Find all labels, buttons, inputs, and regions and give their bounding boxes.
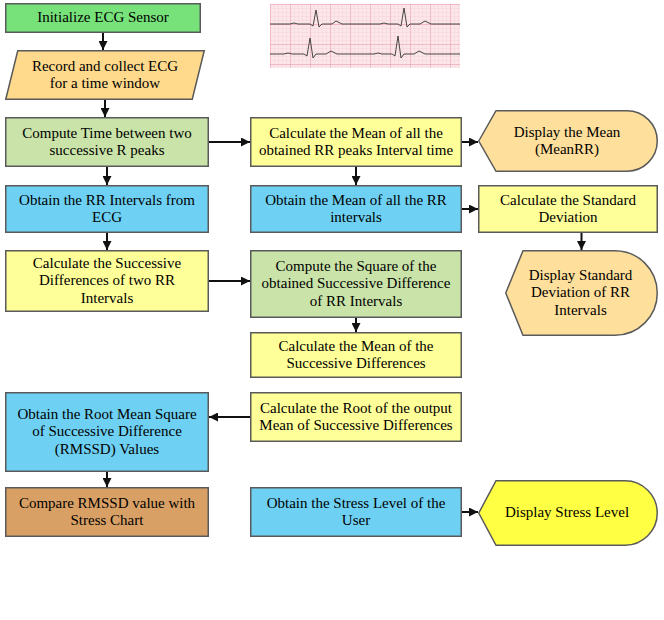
process-box: Obtain the Root Mean Square of Successiv…: [5, 392, 209, 472]
process-box: Obtain the Stress Level of the User: [250, 487, 462, 537]
node-shape: [6, 118, 209, 167]
flow-arrow: [209, 416, 250, 418]
node-label: Obtain the Root Mean Square of Successiv…: [11, 406, 203, 458]
node-shape: [506, 251, 658, 336]
node-shape: [479, 111, 658, 172]
node-label: Obtain the Mean of all the RR intervals: [256, 192, 456, 227]
node-shape: [6, 51, 205, 100]
node-label: Compute Time between two successive R pe…: [11, 125, 203, 160]
node-shape: [479, 186, 658, 233]
node-label: Calculate the Successive Differences of …: [11, 255, 203, 307]
ecg-grid: [270, 4, 460, 68]
process-box: Obtain the Mean of all the RR intervals: [250, 185, 462, 233]
flow-arrow: [462, 141, 478, 143]
node-shape: [251, 488, 462, 537]
node-label: Display the Mean (MeanRR): [500, 124, 634, 159]
display-shape: Display Standard Deviation of RR Interva…: [505, 250, 658, 336]
flow-arrow: [462, 511, 478, 513]
node-label: Calculate the Root of the output Mean of…: [256, 400, 456, 435]
flow-arrow: [355, 318, 357, 332]
node-shape: [6, 393, 209, 472]
node-label: Calculate the Mean of the Successive Dif…: [256, 338, 456, 373]
node-shape: [6, 186, 209, 233]
flow-arrow: [106, 233, 108, 250]
node-label: Display Stress Level: [505, 504, 629, 521]
process-box: Compare RMSSD value with Stress Chart: [5, 487, 209, 537]
node-label: Obtain the Stress Level of the User: [256, 495, 456, 530]
node-label: Display Standard Deviation of RR Interva…: [525, 267, 636, 319]
ecg-trace: [270, 36, 460, 58]
node-label: Compute the Square of the obtained Succe…: [256, 258, 456, 310]
node-label: Record and collect ECG for a time window: [23, 58, 187, 93]
node-shape: [6, 251, 209, 312]
ecg-paper: [270, 4, 460, 68]
node-label: Calculate the Mean of all the obtained R…: [256, 125, 456, 160]
flow-arrow: [581, 233, 583, 250]
process-box: Calculate the Mean of the Successive Dif…: [250, 332, 462, 378]
process-box: Obtain the RR Intervals from ECG: [5, 185, 209, 233]
node-shape: [251, 118, 462, 167]
process-box: Calculate the Successive Differences of …: [5, 250, 209, 312]
flow-arrow: [355, 167, 357, 185]
process-box: Calculate the Standard Deviation: [478, 185, 658, 233]
flow-arrow: [106, 167, 108, 185]
flow-arrow: [209, 280, 250, 282]
process-box: Compute the Square of the obtained Succe…: [250, 250, 462, 318]
node-shape: [6, 4, 201, 33]
ecg-illustration: [270, 4, 460, 68]
ecg-trace: [270, 8, 460, 27]
process-box: Calculate the Root of the output Mean of…: [250, 392, 462, 442]
node-label: Obtain the RR Intervals from ECG: [11, 192, 203, 227]
node-shape: [251, 393, 462, 442]
flow-arrow: [102, 33, 104, 50]
node-label: Initialize ECG Sensor: [37, 9, 169, 26]
node-shape: [251, 251, 462, 318]
flow-arrow: [462, 208, 478, 210]
io-parallelogram: Record and collect ECG for a time window: [5, 50, 205, 100]
node-shape: [479, 481, 658, 546]
process-box: Initialize ECG Sensor: [5, 3, 201, 33]
node-label: Compare RMSSD value with Stress Chart: [11, 495, 203, 530]
process-box: Calculate the Mean of all the obtained R…: [250, 117, 462, 167]
display-shape: Display Stress Level: [478, 480, 658, 546]
flow-arrow: [106, 472, 108, 487]
node-shape: [251, 186, 462, 233]
node-shape: [6, 488, 209, 537]
process-box: Compute Time between two successive R pe…: [5, 117, 209, 167]
display-shape: Display the Mean (MeanRR): [478, 110, 658, 172]
node-label: Calculate the Standard Deviation: [484, 192, 652, 227]
node-shape: [251, 333, 462, 378]
flow-arrow: [209, 141, 250, 143]
flow-arrow: [104, 100, 106, 117]
